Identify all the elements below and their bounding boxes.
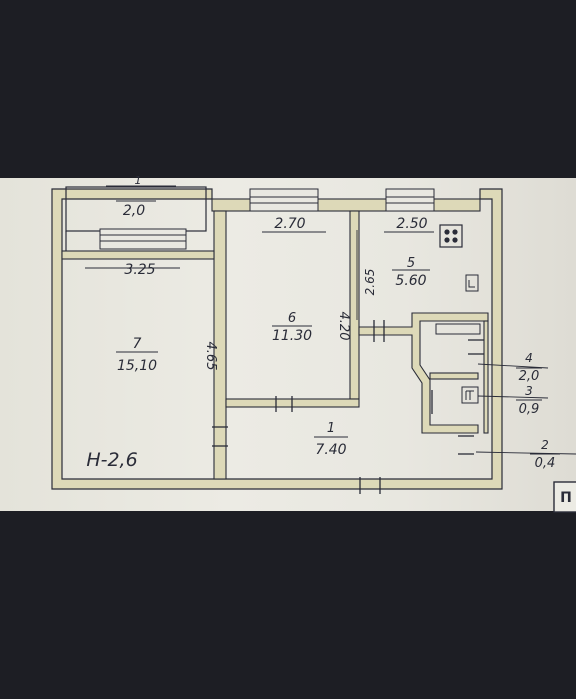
room-labels: 1 2,0 3.25 7 15,10 4.65 H-2,6 2.70 6 11.… xyxy=(86,174,555,471)
room1-area: 7.40 xyxy=(315,442,346,458)
toilet-icon xyxy=(461,386,479,404)
room6-height: 4.20 xyxy=(336,312,351,341)
window-room-5 xyxy=(385,188,435,212)
interior-walls xyxy=(61,198,489,480)
room2-area: 0,4 xyxy=(535,456,556,471)
room6-width: 2.70 xyxy=(274,216,305,232)
window-balcony-door xyxy=(99,228,187,250)
room3-number: 3 xyxy=(525,384,533,398)
room3-area: 0,9 xyxy=(519,402,540,417)
room7-number: 7 xyxy=(133,336,142,352)
fraction-lines xyxy=(116,200,560,455)
balcony-area: 2,0 xyxy=(123,203,145,219)
room7-area: 15,10 xyxy=(117,358,157,374)
leader-room-3 xyxy=(477,395,549,399)
paper-sheet xyxy=(0,178,576,511)
bathtub-icon xyxy=(435,323,481,335)
room5-area: 5.60 xyxy=(395,273,426,289)
leader-room-2 xyxy=(475,451,576,455)
room6-number: 6 xyxy=(288,311,296,326)
room4-number: 4 xyxy=(525,351,533,365)
stove-icon xyxy=(439,224,463,248)
room4-area: 2,0 xyxy=(519,369,540,384)
room7-height: 4.65 xyxy=(203,342,218,371)
room5-width: 2.50 xyxy=(396,216,427,232)
room5-height: 2.65 xyxy=(363,269,377,296)
room6-area: 11.30 xyxy=(272,328,312,344)
corner-stamp: П xyxy=(553,481,576,513)
room2-number: 2 xyxy=(541,438,549,452)
window-room-6 xyxy=(249,188,319,212)
doors xyxy=(212,320,484,494)
room5-number: 5 xyxy=(407,256,415,271)
balcony-number: 1 xyxy=(135,174,142,187)
leader-room-4 xyxy=(477,363,549,369)
windows xyxy=(99,188,435,250)
sink-icon xyxy=(465,274,479,292)
room1-number: 1 xyxy=(327,421,335,436)
ceiling-height: H-2,6 xyxy=(86,449,137,471)
stamp-letter: П xyxy=(560,490,572,506)
room7-width: 3.25 xyxy=(124,262,155,278)
